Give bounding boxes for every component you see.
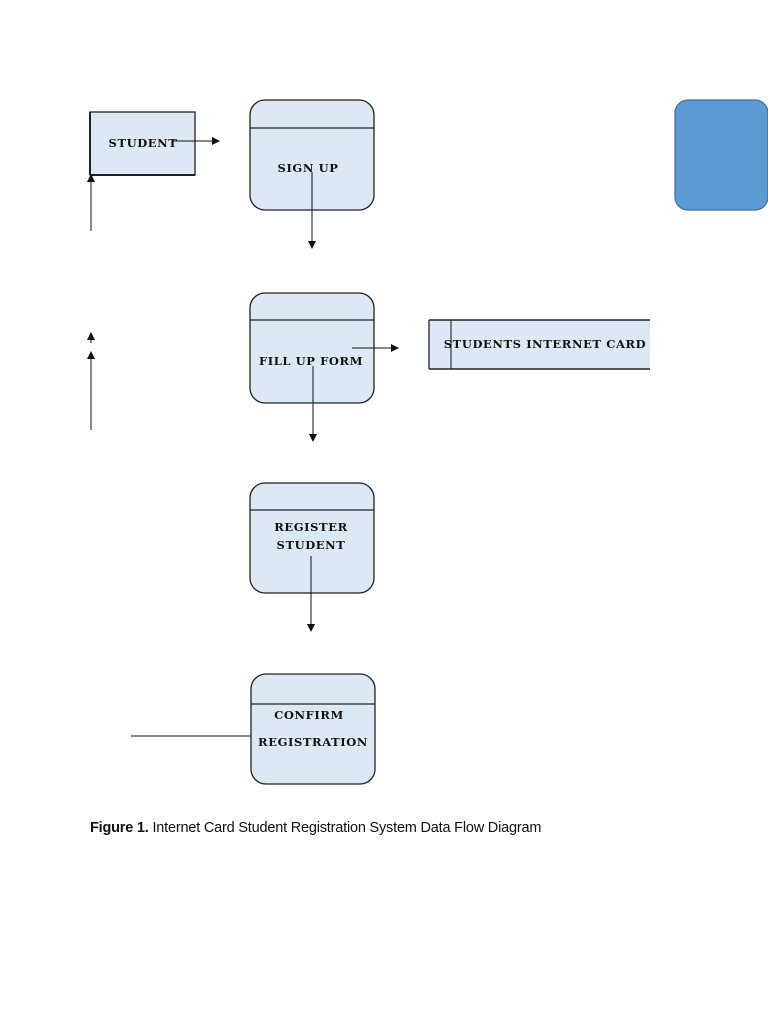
figure-caption: Figure 1. Internet Card Student Registra… xyxy=(90,820,541,836)
figure-caption-text: Internet Card Student Registration Syste… xyxy=(148,820,542,836)
process-sign-up-label: SIGN UP xyxy=(278,161,339,175)
process-fill-up-form: FILL UP FORM xyxy=(249,292,375,404)
process-sign-up: SIGN UP xyxy=(249,99,375,211)
process-register-student-label-1: REGISTER xyxy=(274,520,348,534)
figure-caption-label: Figure 1. xyxy=(90,820,149,836)
student-entity: STUDENT xyxy=(89,111,196,176)
blue-rounded-shape xyxy=(674,99,768,211)
process-fill-up-form-label: FILL UP FORM xyxy=(259,354,363,368)
datastore-students-internet-card: STUDENTS INTERNET CARD xyxy=(428,319,650,370)
process-register-student-label-2: STUDENT xyxy=(277,538,346,552)
datastore-label: STUDENTS INTERNET CARD xyxy=(444,337,646,351)
student-entity-label: STUDENT xyxy=(109,136,178,150)
process-confirm-registration-label-2: REGISTRATION xyxy=(258,735,368,749)
process-confirm-registration-label-1: CONFIRM xyxy=(274,708,344,722)
process-confirm-registration: CONFIRM REGISTRATION xyxy=(250,673,376,785)
process-register-student: REGISTER STUDENT xyxy=(249,482,375,594)
